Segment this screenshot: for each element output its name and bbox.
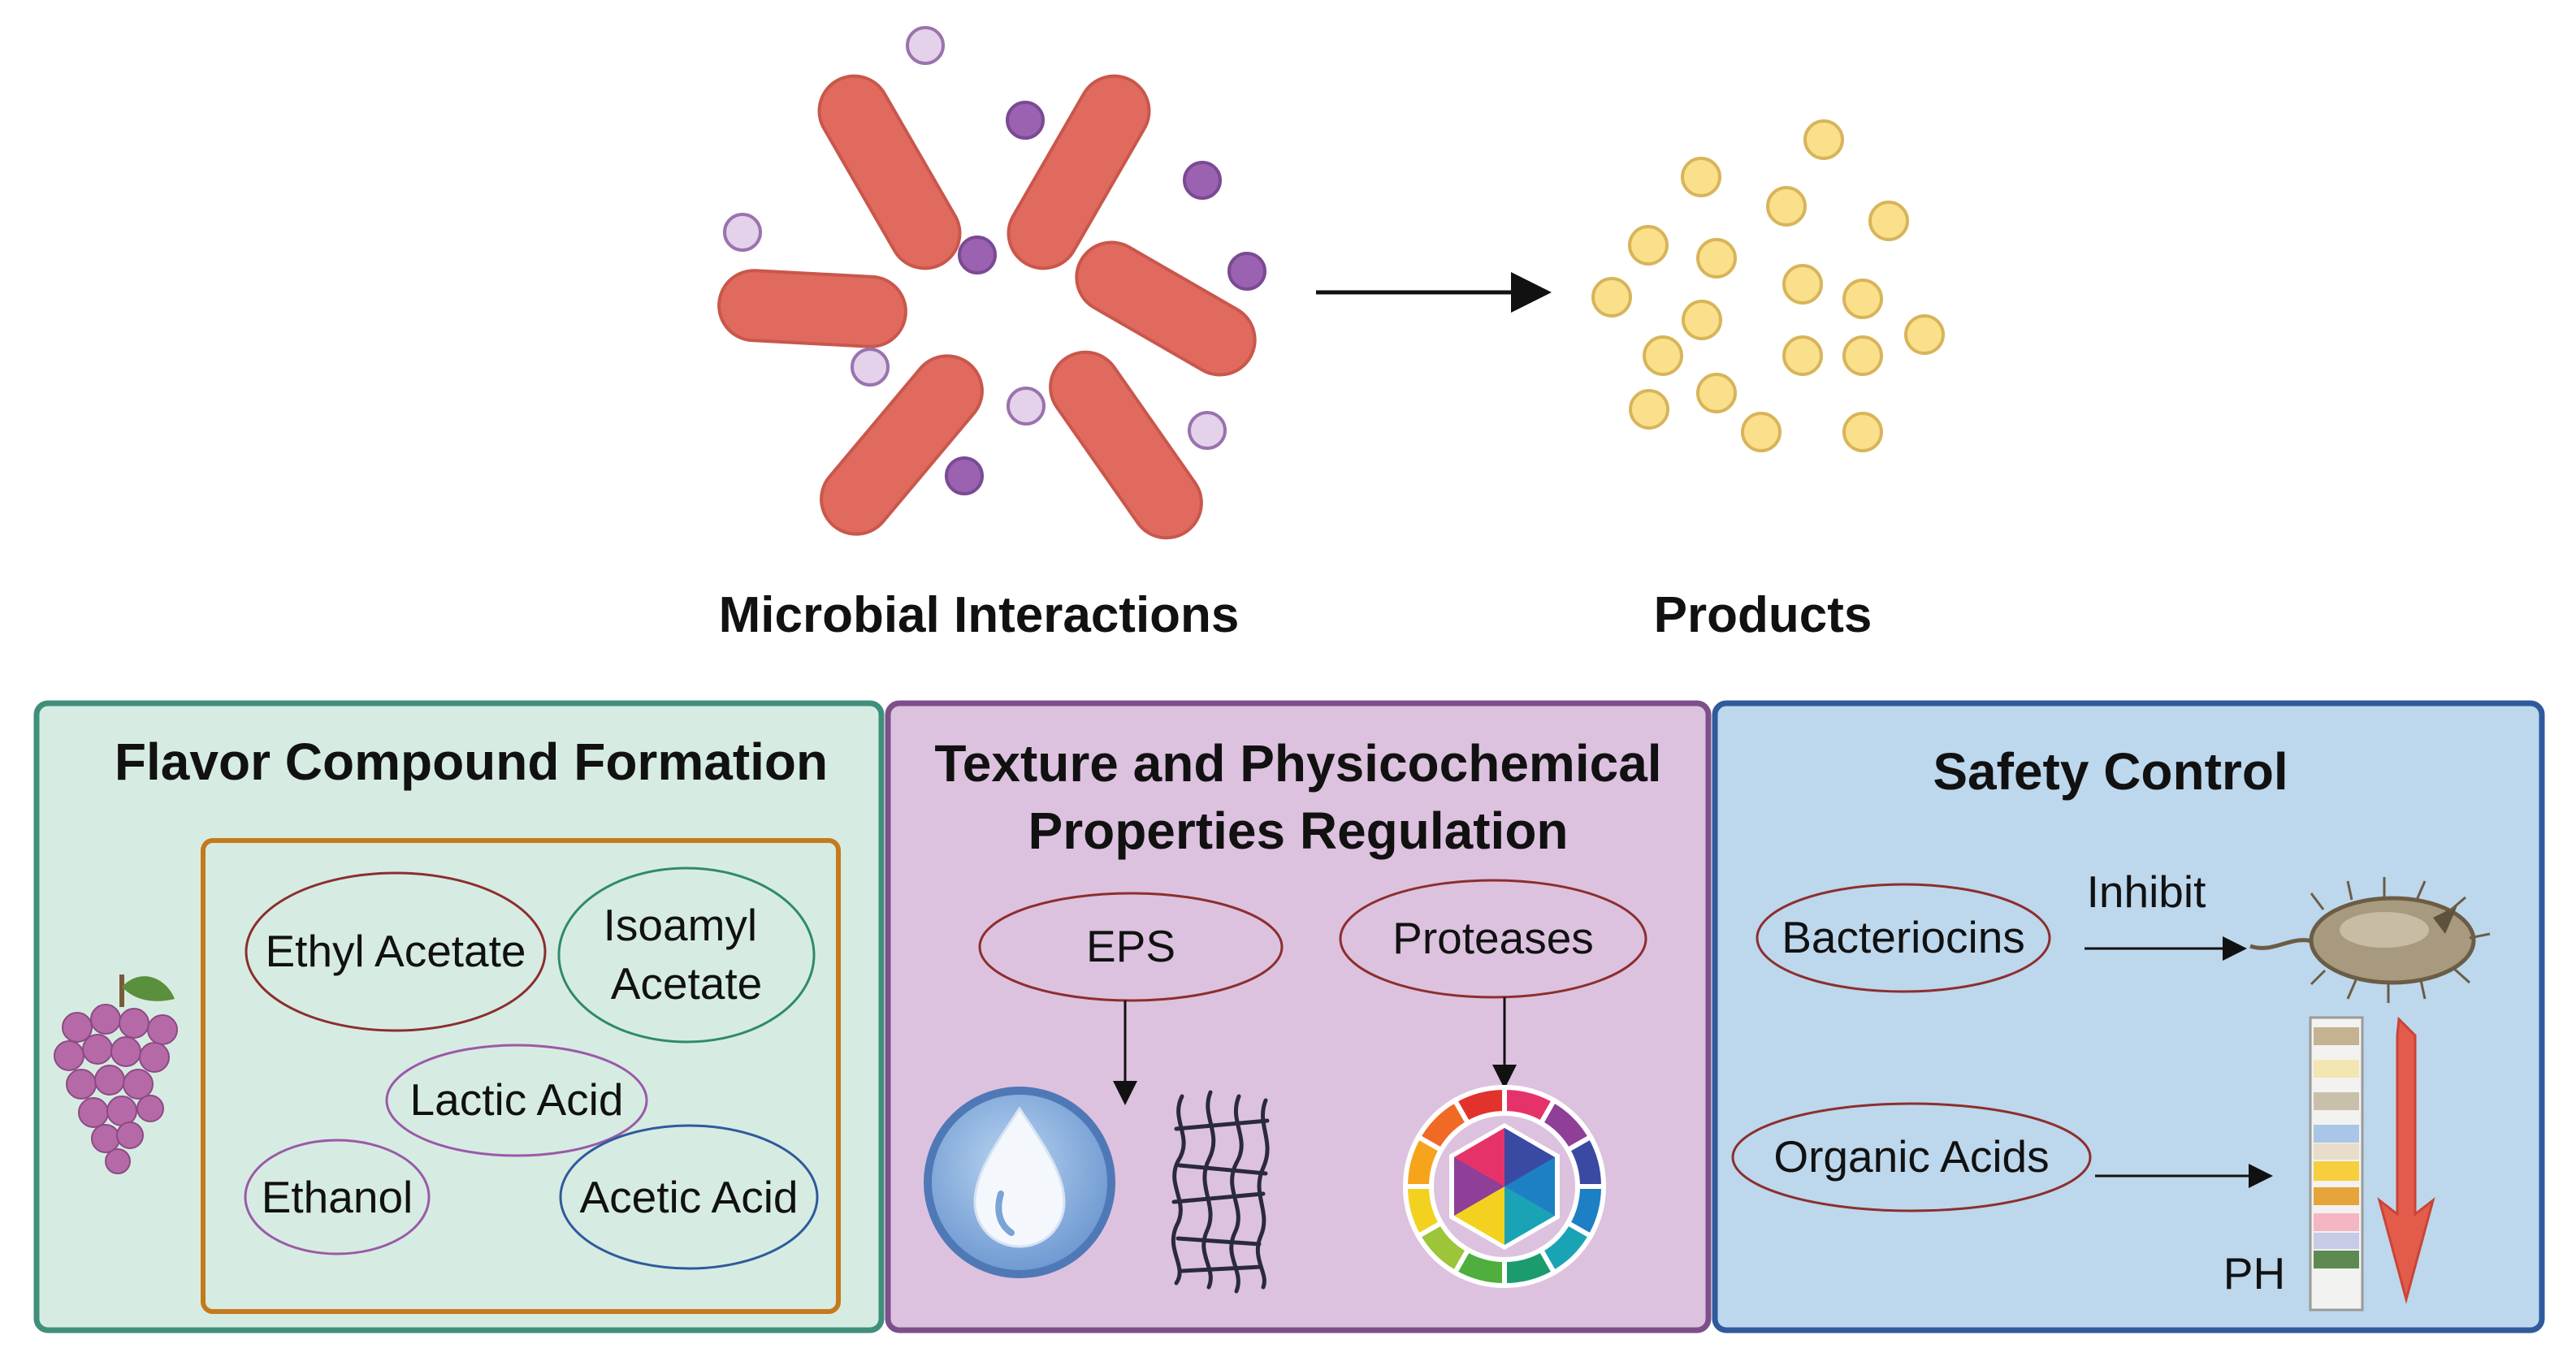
bacteriocins-label: Bacteriocins bbox=[1782, 912, 2025, 962]
organic-acids-label: Organic Acids bbox=[1773, 1131, 2049, 1182]
ethanol-label: Ethanol bbox=[262, 1172, 413, 1222]
acetic-acid-label: Acetic Acid bbox=[579, 1172, 798, 1222]
proteases-label: Proteases bbox=[1392, 913, 1594, 963]
products-dots-icon bbox=[1591, 119, 1945, 452]
texture-title-line2: Properties Regulation bbox=[1028, 802, 1569, 860]
ethyl-acetate-ellipse bbox=[245, 871, 547, 1032]
water-drop-icon bbox=[924, 1087, 1115, 1278]
texture-title-line1: Texture and Physicochemical bbox=[934, 734, 1661, 793]
microbial-interactions-label: Microbial Interactions bbox=[719, 587, 1240, 643]
ethyl-acetate-label: Ethyl Acetate bbox=[265, 926, 526, 976]
lactic-acid-ellipse bbox=[385, 1044, 648, 1157]
color-wheel-icon bbox=[1402, 1084, 1607, 1289]
products-label: Products bbox=[1654, 587, 1872, 643]
lactic-acid-label: Lactic Acid bbox=[410, 1074, 624, 1125]
ethanol-ellipse bbox=[244, 1139, 431, 1255]
pathogen-icon bbox=[2249, 877, 2491, 1003]
proteases-ellipse bbox=[1339, 879, 1647, 999]
ph-label: PH bbox=[2223, 1248, 2285, 1299]
flavor-panel: Flavor Compound Formation Ethyl Acetate … bbox=[33, 700, 885, 1333]
metabolite-dots bbox=[723, 26, 1266, 495]
inhibit-label: Inhibit bbox=[2087, 867, 2206, 917]
isoamyl-acetate-ellipse bbox=[557, 867, 816, 1044]
texture-panel: Texture and Physicochemical Properties R… bbox=[885, 700, 1712, 1333]
organic-acids-ellipse bbox=[1731, 1102, 2092, 1212]
flavor-panel-title: Flavor Compound Formation bbox=[115, 733, 828, 791]
eps-ellipse bbox=[978, 892, 1284, 1002]
bacteriocins-ellipse bbox=[1756, 883, 2051, 993]
bacteria-rods-icon bbox=[717, 74, 1257, 540]
microbial-interactions-illustration bbox=[717, 26, 1266, 540]
isoamyl-acetate-label: Isoamyl Acetate bbox=[604, 900, 770, 1009]
polymer-network-icon bbox=[1171, 1090, 1270, 1294]
flavor-compounds-box bbox=[201, 838, 841, 1314]
ph-decrease-arrow-icon bbox=[2377, 1016, 2435, 1304]
ph-strip-icon bbox=[2309, 1016, 2364, 1312]
acetic-acid-ellipse bbox=[559, 1124, 819, 1270]
grape-icon bbox=[54, 975, 178, 1174]
safety-panel-title: Safety Control bbox=[1933, 742, 2288, 801]
safety-panel: Safety Control Bacteriocins Inhibit Orga… bbox=[1712, 700, 2545, 1333]
eps-label: EPS bbox=[1086, 921, 1175, 971]
